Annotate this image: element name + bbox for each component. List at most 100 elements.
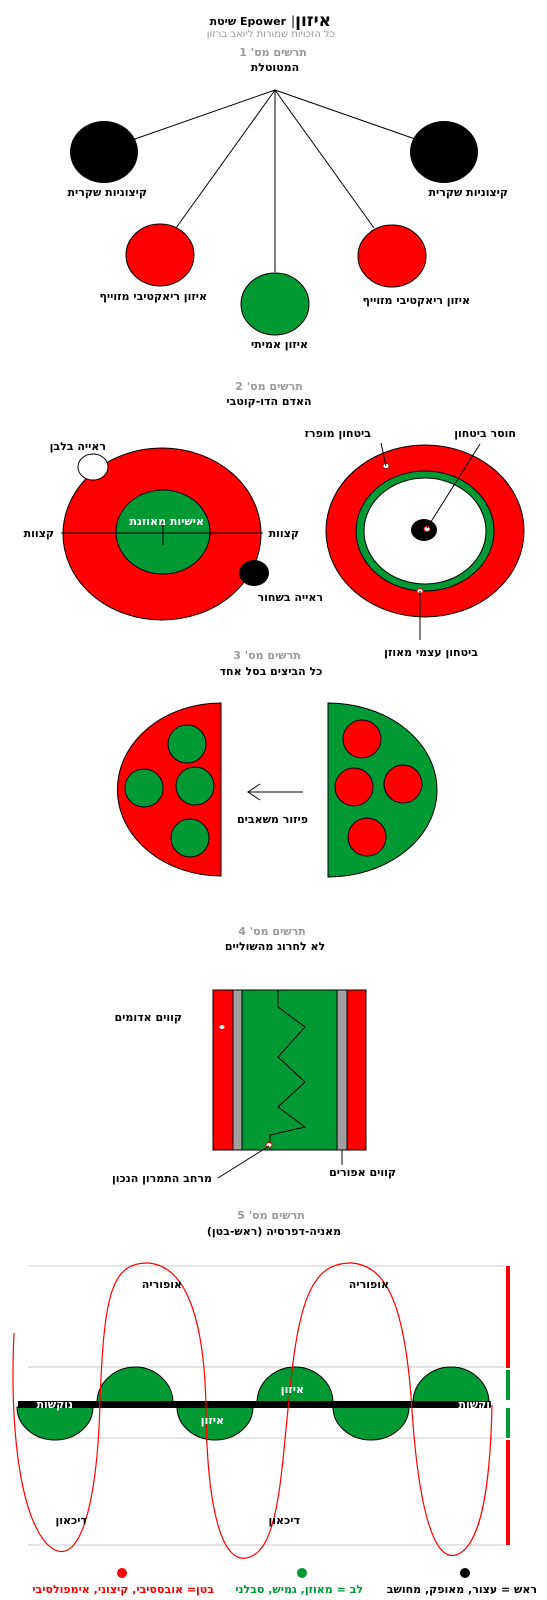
- zone-bar-belly-red: [506, 1440, 510, 1545]
- green-circle: [240, 272, 310, 336]
- label-balance-1: איזון: [281, 1383, 304, 1396]
- label-extremes-right: קצוות: [269, 527, 299, 540]
- right-black-circle: [410, 121, 478, 183]
- pendulum-strings: [131, 89, 419, 272]
- label-right-false-extreme: קיצוניות שקרית: [429, 186, 508, 199]
- label-balance-2: איזון: [201, 1414, 224, 1427]
- red-egg-3: [383, 764, 423, 804]
- copyright-note: כל הזכויות שמורות ליואב ברזון: [207, 29, 335, 40]
- leader-lack-confidence: [426, 443, 481, 529]
- diagram-eggs-basket: תרשים מס' 3 כל הביצים בסל אחד פיזור משאב…: [116, 649, 438, 878]
- diagram-title-2: האדם הדו-קוטבי: [226, 395, 311, 408]
- label-right-fake-balance: איזון ריאקטיבי מזוייף: [362, 294, 470, 307]
- zone-bar-heart-green-bottom: [506, 1408, 510, 1438]
- diagram-title-1: המטוטלת: [251, 61, 299, 74]
- diagram-number-4: תרשים מס' 4: [238, 925, 306, 938]
- legend-heart-text: לב = מאוזן, גמיש, סבלני: [235, 1583, 363, 1596]
- right-gray-line: [336, 989, 348, 1151]
- legend-heart-dot: [297, 1568, 307, 1578]
- balance-bump-bottom-2: [176, 1406, 254, 1441]
- diagram-margins: תרשים מס' 4 לא לחרוג מהשוליים קווים אדומ…: [112, 925, 396, 1185]
- leader-inflated-confidence: [380, 442, 387, 467]
- mood-wave: [12, 1262, 493, 1559]
- zone-bar-head-red: [506, 1266, 510, 1368]
- label-euphoria-1: אופוריה: [142, 1278, 182, 1291]
- red-egg-1: [342, 719, 382, 759]
- left-red-margin: [212, 989, 234, 1151]
- label-inflated-confidence: ביטחון מופרז: [305, 427, 372, 440]
- method-name: שיטת Epower: [210, 15, 287, 28]
- string-to-right-red: [274, 89, 375, 229]
- balance-bump-top-2: [256, 1366, 334, 1404]
- label-true-balance: איזון אמיתי: [251, 338, 308, 351]
- label-balanced-self-confidence: ביטחון עצמי מאוזן: [384, 646, 478, 659]
- right-red-circle: [357, 224, 427, 288]
- leader-maneuver-space: [217, 1145, 270, 1179]
- right-red-margin: [346, 989, 367, 1151]
- zone-bar-heart-green-top: [506, 1370, 510, 1400]
- balance-bump-bottom-1: [16, 1406, 94, 1441]
- label-extremes-left: קצוות: [24, 527, 54, 540]
- diagram-pendulum: תרשים מס' 1 המטוטלת קיצוניות שקרית קיצונ…: [68, 46, 508, 351]
- label-rigidity-right: נוקשות: [459, 1398, 496, 1411]
- string-to-right-black: [274, 89, 419, 141]
- green-egg-1: [167, 724, 207, 764]
- green-egg-3: [175, 766, 215, 806]
- green-egg-4: [170, 818, 210, 858]
- diagram-number-2: תרשים מס' 2: [235, 380, 303, 393]
- string-to-left-red: [175, 89, 276, 229]
- red-lines-marker: [218, 1024, 226, 1030]
- label-white-view: ראייה בלבן: [50, 440, 106, 453]
- maneuver-space-marker: [265, 1142, 273, 1148]
- balance-bump-bottom-3: [332, 1406, 410, 1441]
- zigzag-path: [269, 990, 307, 1150]
- label-red-lines: קווים אדומים: [115, 1011, 183, 1024]
- diagram-title-3: כל הביצים בסל אחד: [220, 665, 323, 678]
- legend-belly-text: בטן= אובססיבי, קיצוני, אימפולסיבי: [32, 1583, 214, 1596]
- black-view-circle: [239, 560, 269, 586]
- diagram-number-1: תרשים מס' 1: [239, 46, 307, 59]
- label-balanced-personality: אישיות מאוזנת: [129, 515, 204, 528]
- diagram-number-3: תרשים מס' 3: [233, 649, 301, 662]
- left-red-circle: [125, 223, 195, 287]
- diagram-mania-depression: תרשים מס' 5 מאניה-דפרסיה (ראש-בטן) נוקשו…: [12, 1209, 510, 1559]
- white-view-circle: [77, 453, 109, 481]
- balance-bump-top-1: [96, 1366, 174, 1404]
- label-depression-1: דיכאון: [56, 1514, 88, 1527]
- rigidity-line: [18, 1401, 491, 1408]
- legend-head-dot: [460, 1568, 470, 1578]
- page-title: איזון: [295, 11, 331, 31]
- red-egg-4: [347, 817, 387, 857]
- title-separator: |: [291, 14, 295, 28]
- red-egg-2: [334, 767, 374, 807]
- label-lack-confidence: חוסר ביטחון: [454, 427, 516, 440]
- legend: ראש = עצור, מאופק, מחושב לב = מאוזן, גמי…: [32, 1568, 537, 1596]
- balance-bump-top-3: [412, 1366, 490, 1404]
- label-left-fake-balance: איזון ריאקטיבי מזוייף: [99, 290, 207, 303]
- page-header: איזון | שיטת Epower כל הזכויות שמורות לי…: [207, 11, 335, 40]
- label-left-false-extreme: קיצוניות שקרית: [68, 186, 147, 199]
- label-black-view: ראייה בשחור: [257, 591, 323, 604]
- label-depression-2: דיכאון: [269, 1514, 301, 1527]
- diagram-title-4: לא לחרוג מהשוליים: [225, 940, 325, 953]
- string-to-left-black: [131, 89, 276, 141]
- left-gray-line: [232, 989, 243, 1151]
- label-euphoria-2: אופוריה: [349, 1278, 389, 1291]
- left-black-circle: [70, 121, 138, 183]
- spread-arrow: [247, 783, 303, 801]
- legend-head-text: ראש = עצור, מאופק, מחושב: [387, 1583, 537, 1596]
- label-maneuver-space: מרחב התמרון הנכון: [112, 1172, 212, 1185]
- lack-confidence-marker: [423, 526, 431, 532]
- diagram-bipolar-person: תרשים מס' 2 האדם הדו-קוטבי ראייה בלבן רא…: [24, 380, 525, 659]
- legend-belly-dot: [117, 1568, 127, 1578]
- legend-heart: לב = מאוזן, גמיש, סבלני: [235, 1568, 363, 1596]
- label-gray-lines: קווים אפורים: [329, 1166, 396, 1179]
- legend-belly: בטן= אובססיבי, קיצוני, אימפולסיבי: [32, 1568, 214, 1596]
- label-resource-spread: פיזור משאבים: [237, 813, 308, 826]
- green-egg-2: [124, 768, 164, 808]
- diagram-number-5: תרשים מס' 5: [237, 1209, 305, 1222]
- label-rigidity-left: נוקשות: [37, 1398, 74, 1411]
- legend-head: ראש = עצור, מאופק, מחושב: [387, 1568, 537, 1596]
- zone-guide-lines: [28, 1265, 505, 1546]
